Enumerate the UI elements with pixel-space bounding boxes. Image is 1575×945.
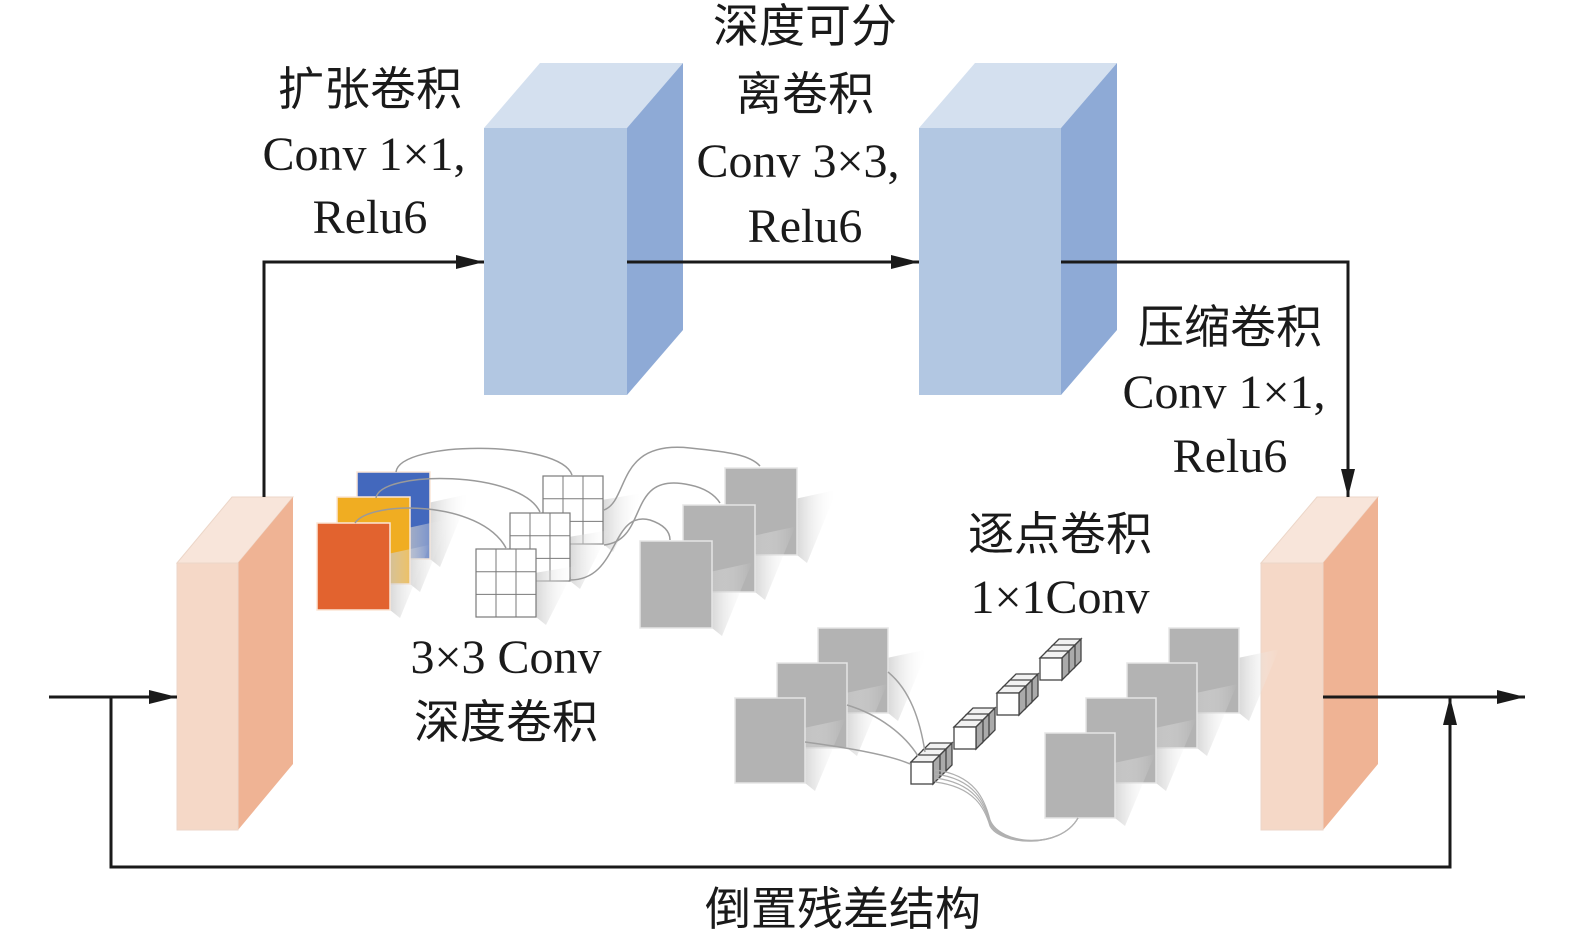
depthwise-label-op: 3×3 Conv <box>410 631 601 684</box>
shadow <box>1115 754 1155 826</box>
connection-curve <box>804 741 911 765</box>
pointwise-input-map <box>734 697 806 784</box>
cube-front <box>953 726 977 750</box>
expand-label: 扩张卷积 Conv 1×1, Relu6 <box>262 62 465 244</box>
shadow <box>888 649 928 721</box>
shadow <box>847 684 887 756</box>
connection-curve <box>887 671 926 753</box>
diagram-title: 倒置残差结构 <box>705 882 981 936</box>
depthwise-feature-block <box>919 63 1117 395</box>
shadow <box>755 526 795 600</box>
shadow <box>430 493 470 567</box>
expand-label-zh: 扩张卷积 <box>278 62 462 116</box>
cube-front <box>1039 657 1063 681</box>
connection-curve <box>934 781 1079 842</box>
shadow <box>712 562 752 636</box>
depthwise-output-map <box>639 540 713 629</box>
input-to-expand-arrow <box>262 255 484 497</box>
input-block-side <box>238 497 293 830</box>
cube-front <box>996 692 1020 716</box>
kernel-frame <box>475 548 537 618</box>
input-channel-map <box>316 522 391 611</box>
output-block-side <box>1323 497 1378 830</box>
shadow <box>805 719 845 791</box>
expand-block-top <box>484 63 683 128</box>
depthwise-block-top <box>919 63 1117 128</box>
connection-curve <box>375 477 541 513</box>
depthwise-conv-illustration <box>316 446 837 636</box>
project-label-zh: 压缩卷积 <box>1138 300 1322 354</box>
connection-curve <box>395 447 573 476</box>
shadow <box>570 530 610 589</box>
pointwise-label-zh: 逐点卷积 <box>968 507 1152 561</box>
shadow <box>1156 719 1196 791</box>
expand-block-side <box>627 63 683 395</box>
expand-label-act: Relu6 <box>313 191 428 244</box>
cube-front <box>910 761 934 785</box>
dws-label-act: Relu6 <box>748 200 863 253</box>
connection-curve <box>846 704 919 757</box>
output-block-front <box>1260 562 1324 831</box>
depthwise-separable-label: 深度可分 离卷积 Conv 3×3, Relu6 <box>696 0 899 253</box>
dws-label-zh-line2: 离卷积 <box>736 67 874 121</box>
dws-label-op: Conv 3×3, <box>696 135 899 188</box>
project-label-act: Relu6 <box>1173 430 1288 483</box>
project-label-op: Conv 1×1, <box>1122 366 1325 419</box>
project-label: 压缩卷积 Conv 1×1, Relu6 <box>1122 300 1325 483</box>
output-feature-block <box>1259 496 1380 831</box>
depthwise-label-zh: 深度卷积 <box>414 695 598 749</box>
kernel-1x1-stack <box>995 672 1040 717</box>
kernel-1x1-stack <box>952 706 997 751</box>
pointwise-label-op: 1×1Conv <box>970 571 1149 624</box>
shadow <box>410 518 450 592</box>
kernel-1x1-stack <box>909 741 954 786</box>
connection-curve <box>354 507 507 549</box>
depthwise-to-output-arrow <box>1061 260 1355 497</box>
depthwise-label: 3×3 Conv 深度卷积 <box>410 631 601 749</box>
residual-shortcut-arrow <box>109 697 1457 869</box>
pointwise-conv-illustration <box>734 627 1279 842</box>
shadow <box>1197 684 1237 756</box>
input-block-front <box>176 562 239 831</box>
pointwise-label: 逐点卷积 1×1Conv <box>968 507 1152 624</box>
dws-label-zh-line1: 深度可分 <box>713 0 897 53</box>
input-feature-block <box>175 496 295 831</box>
shadow <box>603 493 643 552</box>
kernel-3x3 <box>475 548 537 618</box>
expand-feature-block <box>484 63 683 395</box>
kernel-1x1-stack <box>1038 637 1083 682</box>
shadow <box>536 566 576 625</box>
connection-curve <box>603 482 721 546</box>
expand-block-front <box>484 128 627 395</box>
connection-curve <box>569 518 671 581</box>
pointwise-output-map <box>1044 732 1116 819</box>
arrows <box>49 255 1525 869</box>
shadow <box>390 544 430 618</box>
depthwise-block-side <box>1061 63 1117 395</box>
shadow <box>1239 649 1279 721</box>
depthwise-block-front <box>919 128 1061 395</box>
expand-label-op: Conv 1×1, <box>262 128 465 181</box>
connection-curve <box>603 446 761 511</box>
shadow <box>797 489 837 563</box>
